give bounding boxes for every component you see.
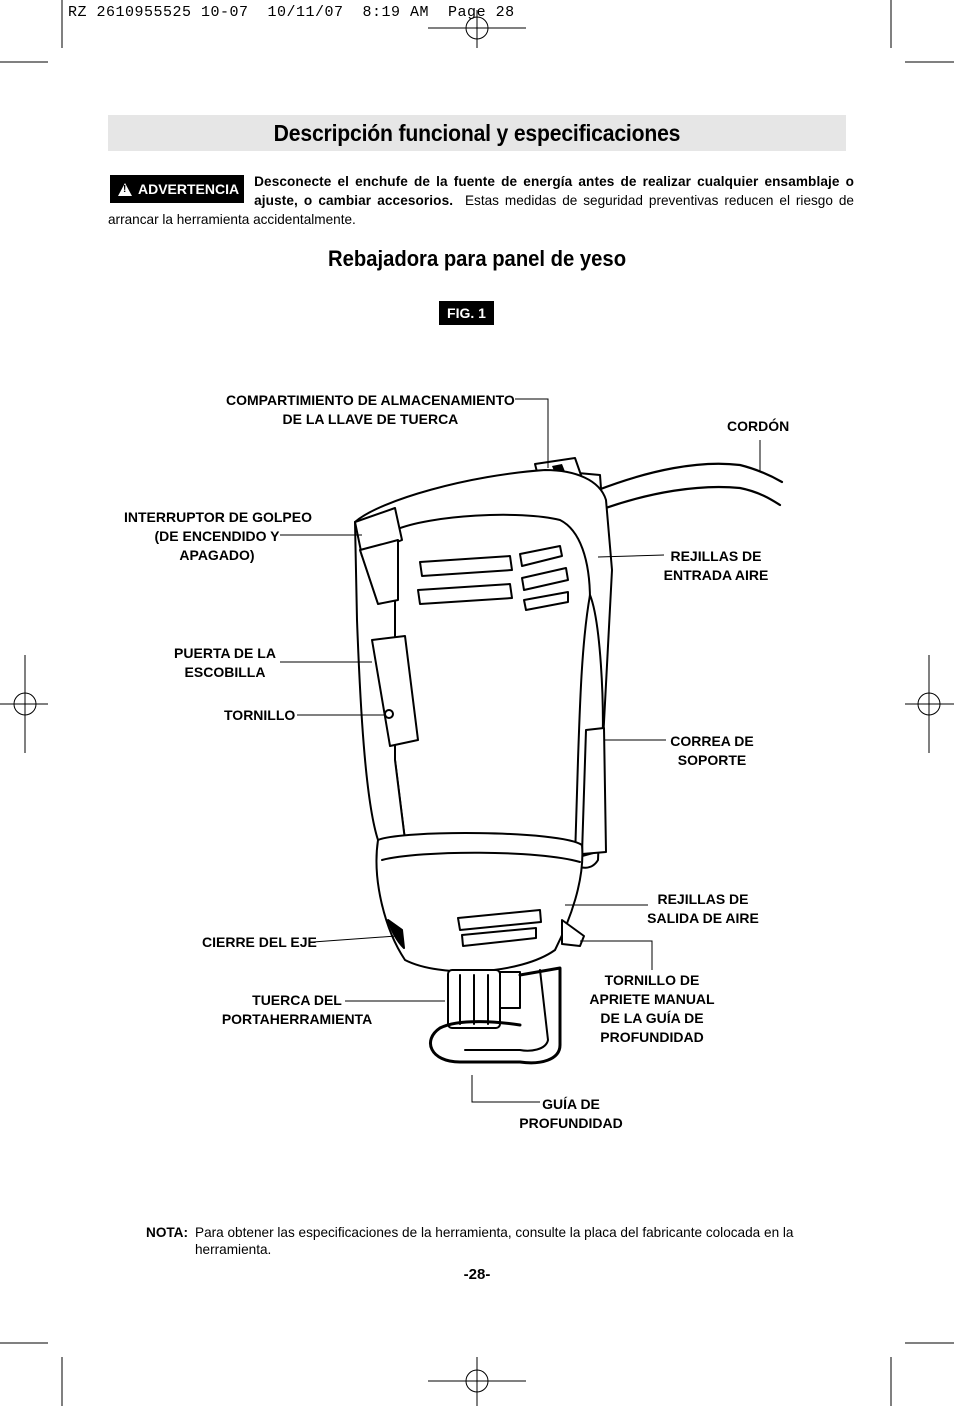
callout-screw: TORNILLO <box>224 707 296 723</box>
figure-label: FIG. 1 <box>439 301 494 325</box>
brush-door <box>371 635 419 747</box>
warning-triangle-icon <box>118 182 132 196</box>
note-label: NOTA: <box>146 1225 189 1240</box>
callout-strap: CORREA DE SOPORTE <box>670 733 754 768</box>
callout-compartment: COMPARTIMIENTO DE ALMACENAMIENTO DE LA L… <box>226 392 515 427</box>
callout-depth-guide: GUÍA DE PROFUNDIDAD <box>519 1096 623 1131</box>
screw-head <box>384 709 394 719</box>
note-text: Para obtener las especificaciones de la … <box>195 1225 794 1257</box>
leader-lines <box>280 398 761 1103</box>
section-title: Descripción funcional y especificaciones <box>273 119 681 146</box>
router-illustration <box>354 457 784 1065</box>
warning-badge-label: ADVERTENCIA <box>138 181 240 197</box>
callout-brush-door: PUERTA DE LA ESCOBILLA <box>174 645 276 680</box>
callout-shaft-lock: CIERRE DEL EJE <box>202 934 317 950</box>
registration-targets <box>0 10 954 1406</box>
callout-exhaust-vents: REJILLAS DE SALIDA DE AIRE <box>647 891 759 926</box>
section-title-bar: Descripción funcional y especificaciones <box>108 115 846 151</box>
depth-guide-clamp <box>561 919 585 947</box>
callout-switch: INTERRUPTOR DE GOLPEO (DE ENCENDIDO Y AP… <box>124 509 312 563</box>
callout-collet-nut: TUERCA DEL PORTAHERRAMIENTA <box>221 992 373 1027</box>
callout-cord: CORDÓN <box>727 418 790 434</box>
warning-text: Estas medidas de seguridad preventivas r… <box>108 193 854 227</box>
print-slug: RZ 2610955525 10-07 10/11/07 8:19 AM Pag… <box>68 4 515 21</box>
product-subtitle: Rebajadora para panel de yeso <box>327 246 627 271</box>
cord <box>596 462 784 492</box>
nose-housing <box>375 832 584 973</box>
shaft-lock <box>387 919 405 949</box>
exhaust-vents <box>457 909 542 947</box>
warning-block: ADVERTENCIA Desconecte el enchufe de la … <box>108 172 854 229</box>
note-block: NOTA: Para obtener las especificaciones … <box>146 1224 826 1258</box>
callout-intake-vents: REJILLAS DE ENTRADA AIRE <box>663 548 769 583</box>
intake-vents <box>417 545 569 611</box>
callout-thumb-screw: TORNILLO DE APRIETE MANUAL DE LA GUÍA DE… <box>589 972 715 1045</box>
warning-bold-text: Desconecte el enchufe de la fuente de en… <box>254 174 854 208</box>
page-number: -28- <box>463 1266 491 1283</box>
depth-guide <box>429 966 562 1065</box>
warning-badge: ADVERTENCIA <box>110 175 245 203</box>
